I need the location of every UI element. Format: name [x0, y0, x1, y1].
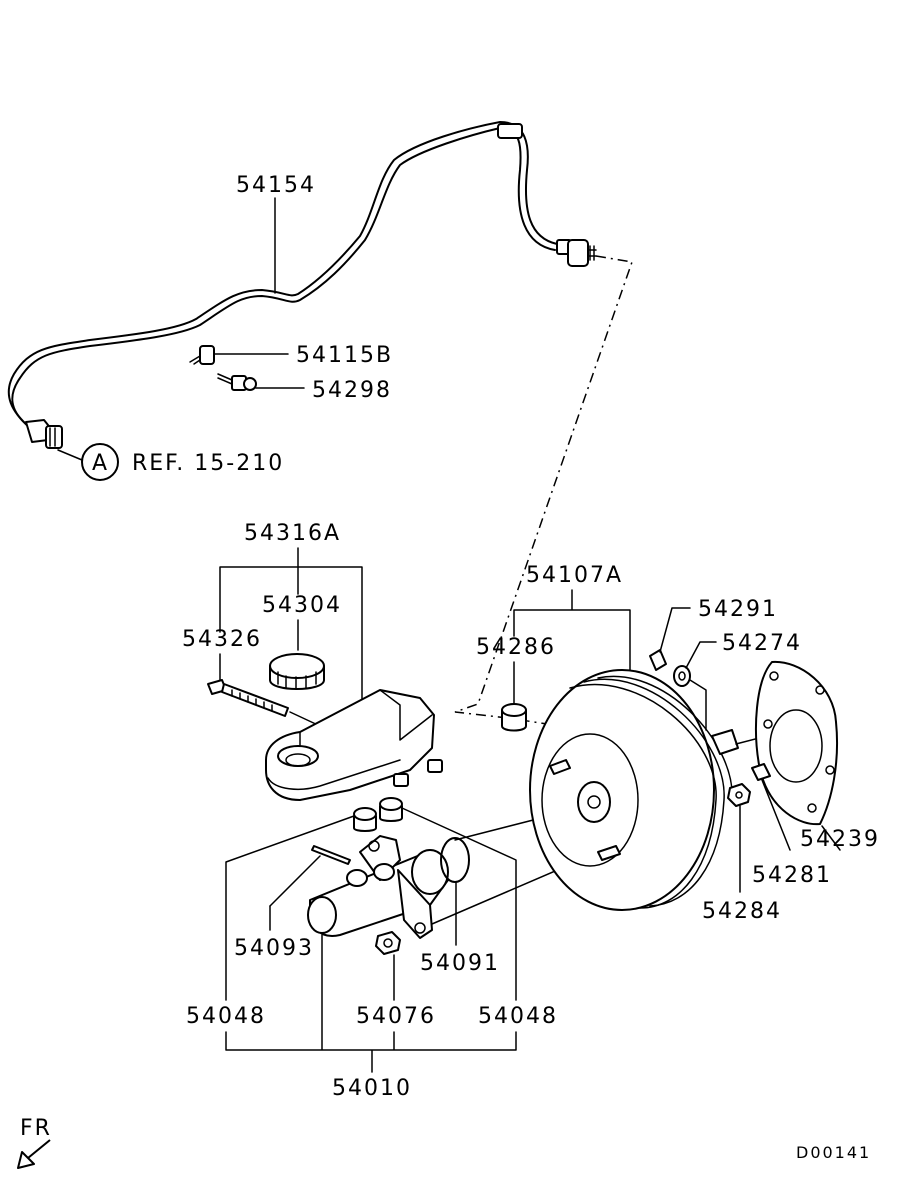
label-54048-left: 54048 [186, 1004, 266, 1029]
ref-circle [81, 443, 119, 481]
leader-54048-left [225, 815, 355, 1001]
grommet-54048-right[interactable] [379, 797, 403, 822]
pipe-clip-top [497, 123, 523, 139]
bracket-54107a [513, 589, 631, 681]
label-54284: 54284 [702, 899, 782, 924]
label-54274: 54274 [722, 631, 802, 656]
ref-label: REF. 15-210 [132, 451, 284, 476]
label-54093: 54093 [234, 936, 314, 961]
label-54239: 54239 [800, 827, 880, 852]
grommet-54048-left[interactable] [353, 807, 377, 832]
grommet-54286[interactable] [501, 703, 527, 732]
nut-54076[interactable] [375, 931, 401, 955]
nut-54284[interactable] [727, 783, 751, 807]
fr-label: FR [20, 1116, 52, 1141]
clip-54115b[interactable] [189, 345, 215, 365]
brake-pipe-54154[interactable] [7, 121, 558, 429]
label-54291: 54291 [698, 597, 778, 622]
label-54107a: 54107A [526, 563, 623, 588]
leader-54274 [685, 641, 717, 669]
label-54298: 54298 [312, 378, 392, 403]
clip-54291[interactable] [649, 649, 667, 671]
leader-ref [57, 449, 83, 461]
bracket-54316a [219, 547, 363, 706]
label-54091: 54091 [420, 951, 500, 976]
label-54048-right: 54048 [478, 1004, 558, 1029]
leader-54093 [269, 855, 321, 907]
label-54010: 54010 [332, 1076, 412, 1101]
dashed-connection-line [454, 255, 634, 727]
reservoir-cap-54304[interactable] [269, 653, 325, 690]
label-54316a: 54316A [244, 521, 341, 546]
master-cylinder-54010[interactable] [307, 835, 449, 939]
bolt-54298[interactable] [217, 373, 257, 391]
front-arrow-icon [17, 1139, 51, 1169]
leader-54291 [659, 607, 691, 653]
pin-54281[interactable] [751, 763, 771, 781]
pin-54093[interactable] [311, 845, 351, 865]
label-54304: 54304 [262, 593, 342, 618]
level-sensor-54326[interactable] [207, 679, 289, 717]
gasket-54239[interactable] [755, 660, 839, 826]
ref-circle-letter: A [92, 451, 109, 476]
o-ring-54091[interactable] [440, 837, 470, 883]
pipe-fitting-right [556, 239, 597, 267]
label-54326: 54326 [182, 627, 262, 652]
label-54076: 54076 [356, 1004, 436, 1029]
brake-fluid-reservoir[interactable] [265, 689, 443, 801]
label-54115b: 54115B [296, 343, 393, 368]
label-54281: 54281 [752, 863, 832, 888]
leader-54048-right [401, 807, 517, 1001]
diagram-code: D00141 [796, 1143, 871, 1162]
pipe-fitting-left [25, 419, 63, 449]
leader-54281 [761, 779, 791, 851]
bracket-54010 [225, 934, 517, 1073]
washer-54274[interactable] [673, 665, 691, 687]
brake-booster-54107a[interactable] [529, 669, 733, 911]
leader-54239 [821, 825, 841, 851]
label-54154: 54154 [236, 173, 316, 198]
label-54286: 54286 [476, 635, 556, 660]
